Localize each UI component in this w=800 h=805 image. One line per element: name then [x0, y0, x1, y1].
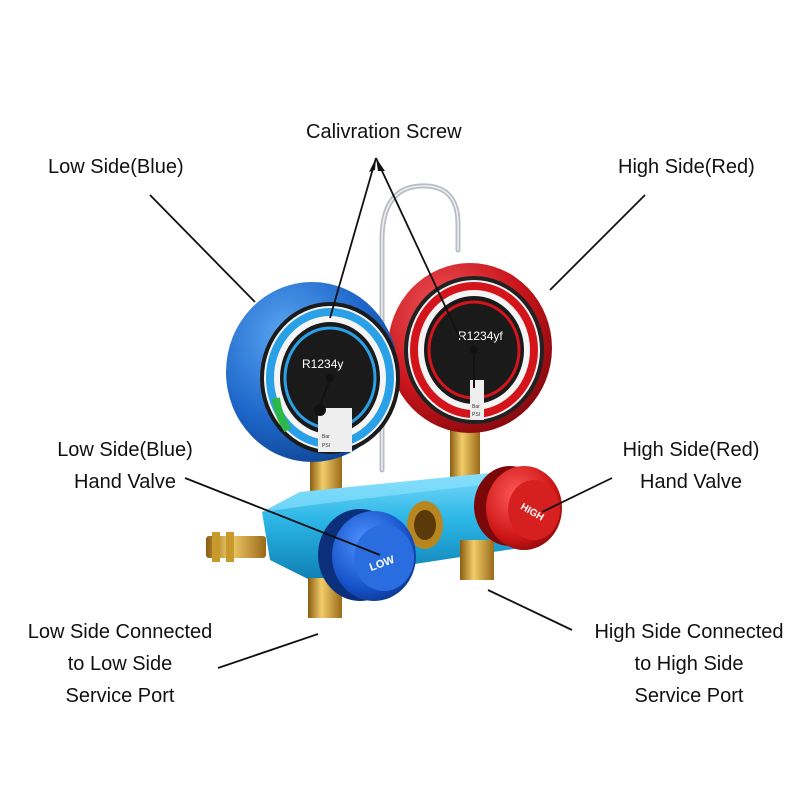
low-gauge-refrigerant: R1234y: [302, 357, 343, 371]
high-side-gauge: R1234yf Bar PSI: [388, 263, 552, 433]
label-low-side: Low Side(Blue): [48, 156, 184, 178]
low-hand-valve-knob: LOW: [318, 509, 416, 601]
label-low-valve-line2: Hand Valve: [74, 471, 176, 493]
label-high-port-line3: Service Port: [634, 685, 744, 707]
label-high-port-line1: High Side Connected: [594, 621, 784, 643]
label-high-port-line2: to High Side: [634, 653, 744, 675]
label-low-port-line2: to Low Side: [67, 653, 173, 675]
label-low-port-line1: Low Side Connected: [27, 621, 213, 643]
leader-lines: [149, 157, 646, 669]
label-low-valve-line1: Low Side(Blue): [57, 439, 193, 461]
high-service-port: [460, 540, 494, 580]
high-gauge-units-psi: PSI: [472, 412, 480, 418]
high-hand-valve-knob: HIGH: [474, 466, 562, 550]
label-high-valve-line2: Hand Valve: [640, 471, 742, 493]
low-gauge-units-psi: PSI: [322, 443, 330, 449]
high-gauge-units-bar: Bar: [472, 404, 480, 410]
label-high-valve-line1: High Side(Red): [622, 439, 760, 461]
low-gauge-units-bar: Bar: [322, 434, 330, 440]
label-calibration-screw: Calivration Screw: [306, 121, 462, 143]
label-low-port-line3: Service Port: [65, 685, 175, 707]
arrowhead-right: [376, 158, 385, 171]
low-side-gauge: R1234y Bar PSI: [226, 282, 400, 462]
arrowhead-left: [369, 158, 376, 172]
high-gauge-refrigerant: R1234yf: [458, 329, 503, 343]
label-high-side: High Side(Red): [618, 156, 755, 178]
